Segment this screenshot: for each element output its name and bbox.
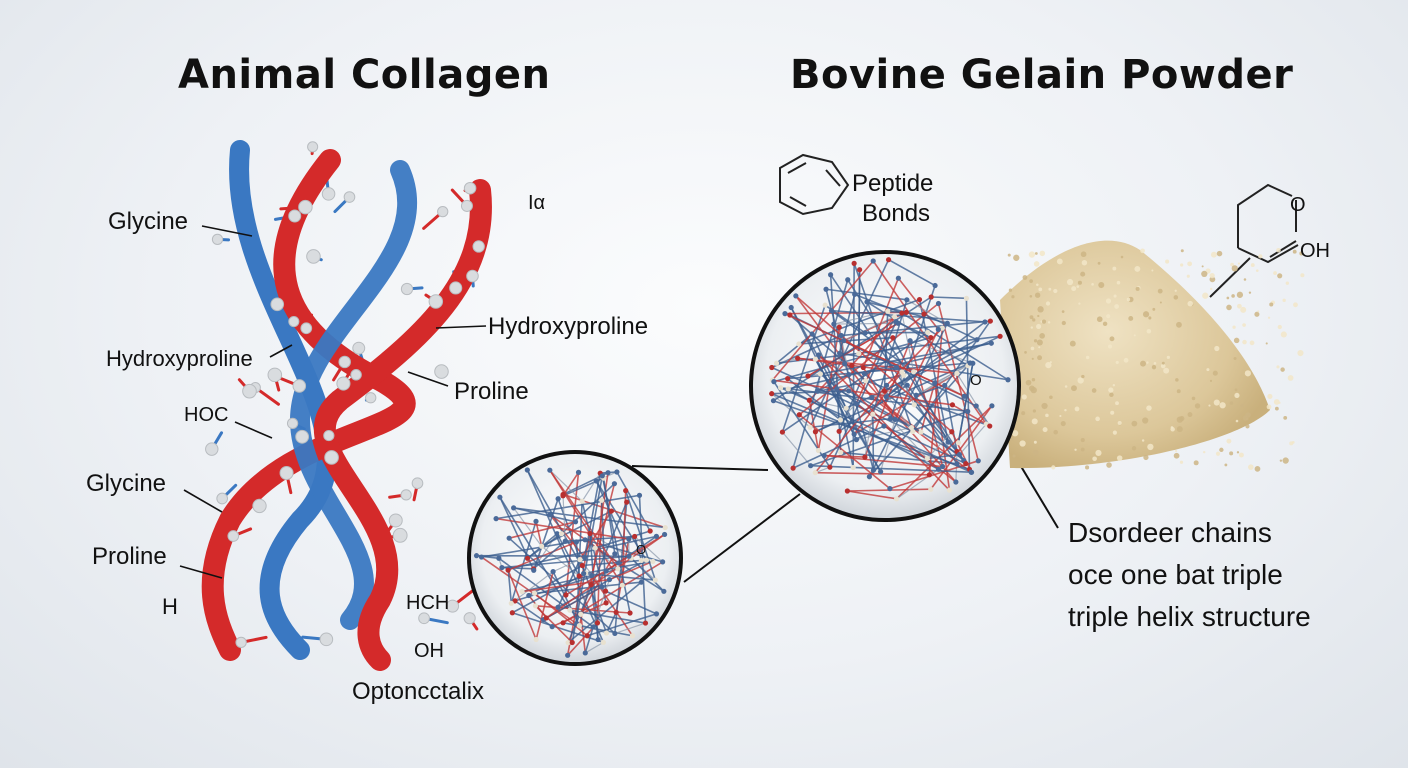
label-hydroxyproline-left: Hydroxyproline	[106, 346, 253, 371]
magnified-disordered-chains-large	[749, 250, 1021, 522]
label-proline-right: Proline	[454, 378, 529, 405]
peptide-ring-icon	[779, 153, 850, 216]
label-molecule-oh: OH	[1300, 240, 1330, 262]
label-optoncctalix: Optoncctalix	[352, 678, 485, 705]
label-glycine-top: Glycine	[108, 208, 189, 235]
carbonyl-molecule-icon	[1209, 183, 1299, 298]
label-oh: OH	[414, 640, 444, 662]
helix-strand-blue-a	[229, 140, 337, 660]
title-animal-collagen: Animal Collagen	[178, 52, 551, 98]
label-alpha: Iα	[528, 192, 546, 214]
label-bonds: Bonds	[862, 200, 931, 227]
caption-line-2: oce one bat triple	[1068, 559, 1283, 590]
label-circle-small-o: O	[636, 542, 647, 557]
label-circle-large-o: O	[970, 372, 982, 389]
caption-line-3: triple helix structure	[1068, 601, 1311, 632]
label-proline-bottom: Proline	[92, 543, 167, 570]
label-peptide: Peptide	[852, 170, 934, 197]
label-hydroxyproline-right: Hydroxyproline	[488, 313, 649, 340]
helix-strand-red-a	[201, 149, 416, 661]
label-hoc: HOC	[184, 404, 229, 426]
helix-strand-blue-b	[289, 160, 418, 630]
magnified-disordered-chains-small	[467, 450, 683, 666]
caption-disordered-chains: Dsordeer chains oce one bat triple tripl…	[1068, 512, 1311, 638]
label-molecule-o: O	[1290, 194, 1306, 216]
gelatin-powder-pile	[1000, 240, 1305, 472]
label-h: H	[162, 594, 178, 619]
title-bovine-gelatin-powder: Bovine Gelain Powder	[790, 52, 1294, 98]
helix-strand-red-b	[314, 179, 492, 671]
label-glycine-bottom: Glycine	[86, 470, 167, 497]
label-hch: HCH	[406, 592, 450, 614]
collagen-triple-helix	[201, 140, 492, 671]
helix-atoms	[205, 141, 485, 649]
caption-line-1: Dsordeer chains	[1068, 517, 1272, 548]
helix-leader-lines	[179, 225, 487, 579]
